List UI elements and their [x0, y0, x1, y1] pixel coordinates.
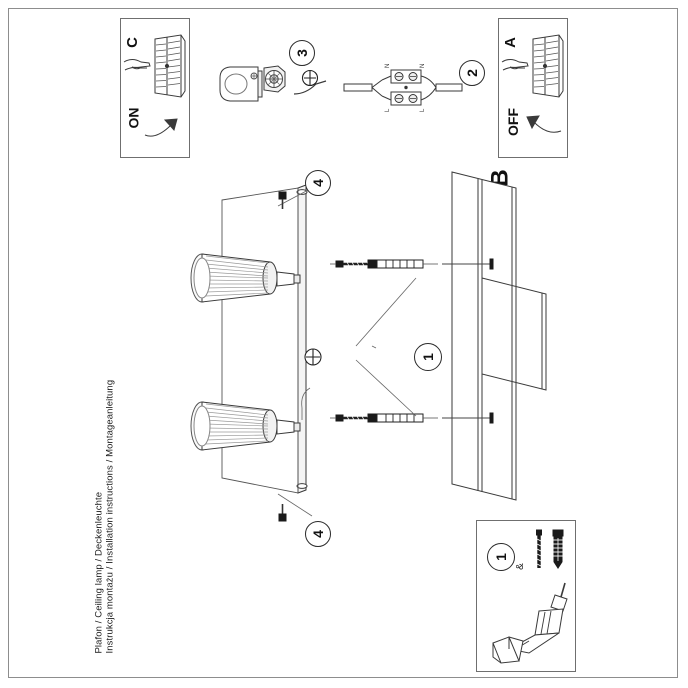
panel-drill-step-1: 1 &: [476, 520, 576, 672]
drill-separator: &: [514, 563, 526, 570]
panel-c: C ON: [120, 18, 190, 158]
terminal-block-icon: N N L L: [343, 64, 463, 112]
document-title-line-2: Plafon / Ceiling lamp / Deckenleuchte: [93, 491, 105, 654]
drill-step-badge: 1: [487, 543, 515, 571]
page-border: [8, 8, 678, 678]
panel-c-state-label: ON: [125, 107, 142, 129]
mounting-bar-icon: [221, 184, 308, 494]
panel-a-label: A: [501, 37, 519, 48]
lamp-head-icon: [190, 253, 301, 303]
grub-screw-icon: [442, 258, 494, 270]
terminal-marker-l2: L: [420, 108, 426, 112]
lamp-housing-icon: [219, 66, 263, 102]
screw-icon: [330, 414, 378, 422]
terminal-marker-n1: N: [385, 64, 391, 68]
panel-a-state-label: OFF: [505, 108, 521, 136]
terminal-marker-l1: L: [385, 108, 391, 112]
step-4-bottom-badge: 4: [305, 521, 331, 547]
terminal-marker-n2: N: [420, 64, 426, 68]
circuit-breaker-icon: [532, 34, 564, 98]
panel-c-label: C: [123, 37, 141, 48]
center-callout-leader: [301, 387, 311, 420]
grub-screw-icon: [278, 504, 287, 522]
document-title-line-1: Instrukcja montażu / Installation instru…: [104, 379, 116, 654]
hex-nut-icon: [263, 65, 286, 93]
step-3-badge: 3: [289, 40, 315, 66]
wall-plug-icon: [367, 413, 438, 423]
screw-head-icon: [301, 69, 319, 87]
wall-plug-icon: [367, 259, 438, 269]
circuit-breaker-icon: [154, 34, 186, 98]
curved-arrow-icon: [144, 118, 178, 137]
screw-icon: [536, 529, 542, 568]
hand-pointing-icon: [501, 59, 529, 71]
panel-a: A OFF: [498, 18, 568, 158]
grub-screw-icon: [278, 191, 287, 209]
step4-leaders: [277, 187, 313, 517]
step-4-top-badge: 4: [305, 170, 331, 196]
allen-key-icon: [293, 80, 327, 95]
step-2-badge: 2: [459, 60, 485, 86]
grub-screw-icon: [442, 412, 494, 424]
power-drill-icon: [492, 582, 568, 664]
curved-arrow-icon: [526, 115, 562, 133]
step-1-badge: 1: [414, 343, 442, 371]
screw-head-icon: [304, 348, 322, 366]
hand-pointing-icon: [123, 59, 151, 71]
wall-plug-icon: [552, 529, 564, 569]
lamp-head-icon: [190, 401, 301, 451]
ceiling-panel-icon: [451, 171, 547, 501]
callout-leader-lines: [355, 277, 417, 417]
main-assembly-diagram: [190, 171, 547, 517]
